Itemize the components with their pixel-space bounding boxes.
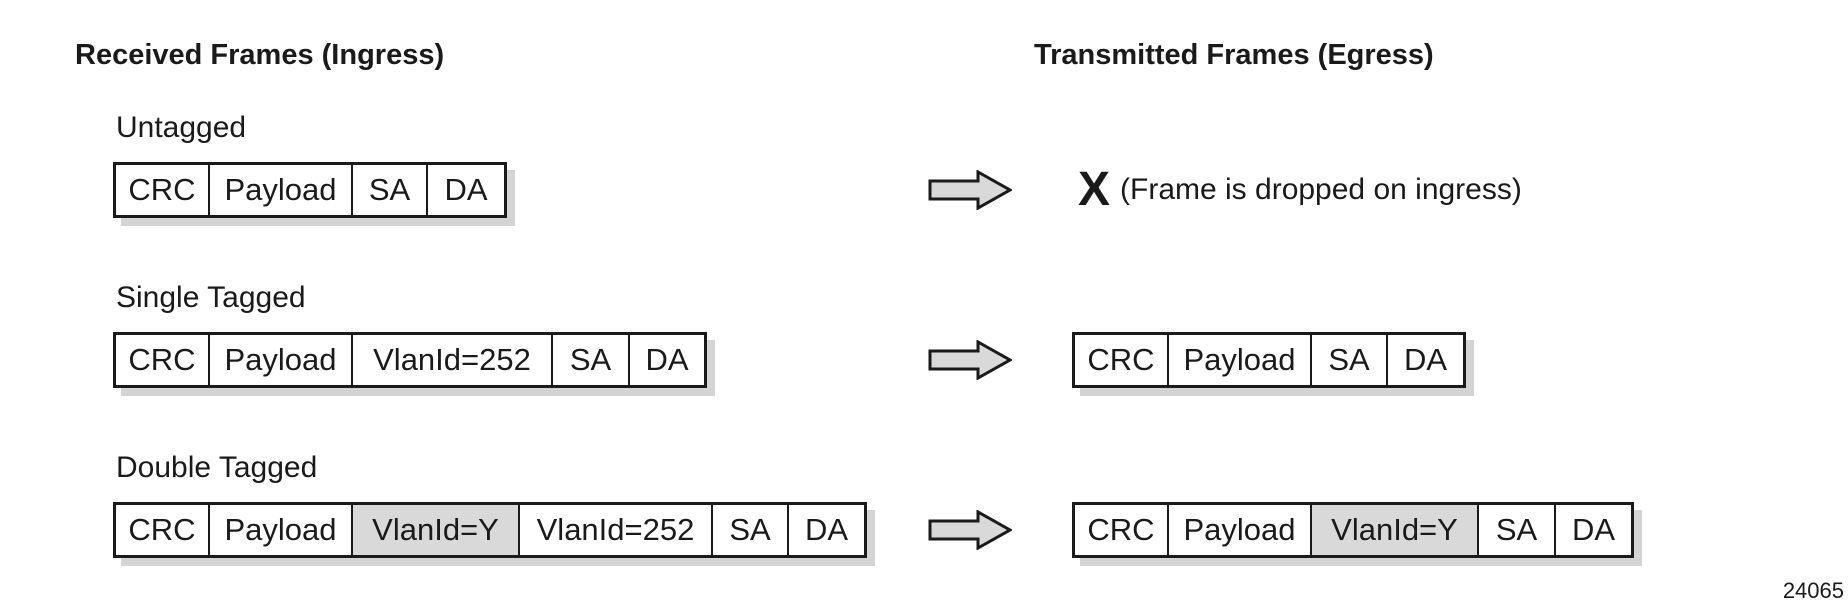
drop-text: (Frame is dropped on ingress) [1120,173,1522,206]
arrow-single-tagged-icon [928,340,1012,380]
frame-field-payload: Payload [210,335,353,385]
frame-field-sa: SA [1479,505,1556,555]
frame-field-crc: CRC [1075,505,1169,555]
frame-field-crc: CRC [116,165,210,215]
frame-field-payload: Payload [1169,505,1312,555]
frame-field-payload: Payload [1169,335,1312,385]
ingress-frame-double-tagged: CRC Payload VlanId=Y VlanId=252 SA DA [113,502,867,558]
frame-field-payload: Payload [210,165,353,215]
frame-field-sa: SA [553,335,630,385]
frame-field-payload: Payload [210,505,353,555]
frame-field-da: DA [804,512,849,547]
frame-field-crc: CRC [116,335,210,385]
frame-field-sa: SA [353,165,428,215]
frame-field-vlanid-y: VlanId=Y [353,505,520,555]
frame-field-vlanid-y: VlanId=Y [1312,505,1479,555]
arrow-untagged-icon [928,170,1012,210]
frame-field-da: DA [645,342,689,377]
frame-field-da: DA [444,172,488,207]
drop-x-mark: X [1078,163,1111,216]
figure-id: 24065 [1782,578,1844,603]
frame-field-sa: SA [1312,335,1388,385]
frame-field-da: DA [1403,342,1448,377]
ingress-frame-single-tagged: CRC Payload VlanId=252 SA DA [113,332,707,388]
drop-note: X (Frame is dropped on ingress) [1078,165,1522,215]
arrow-double-tagged-icon [928,510,1012,550]
ingress-frame-untagged: CRC Payload SA DA [113,162,507,218]
frame-field-sa: SA [713,505,789,555]
egress-frame-double-tagged: CRC Payload VlanId=Y SA DA [1072,502,1634,558]
row-label-single-tagged: Single Tagged [116,281,306,314]
frame-field-crc: CRC [116,505,210,555]
frame-field-vlanid-252: VlanId=252 [520,505,713,555]
egress-frame-single-tagged: CRC Payload SA DA [1072,332,1466,388]
frame-field-crc: CRC [1075,335,1169,385]
ingress-heading: Received Frames (Ingress) [75,39,445,71]
frame-field-da: DA [1571,512,1616,547]
egress-heading: Transmitted Frames (Egress) [1034,39,1434,71]
row-label-double-tagged: Double Tagged [116,451,318,484]
frame-field-vlanid-252: VlanId=252 [353,335,553,385]
row-label-untagged: Untagged [116,111,247,144]
